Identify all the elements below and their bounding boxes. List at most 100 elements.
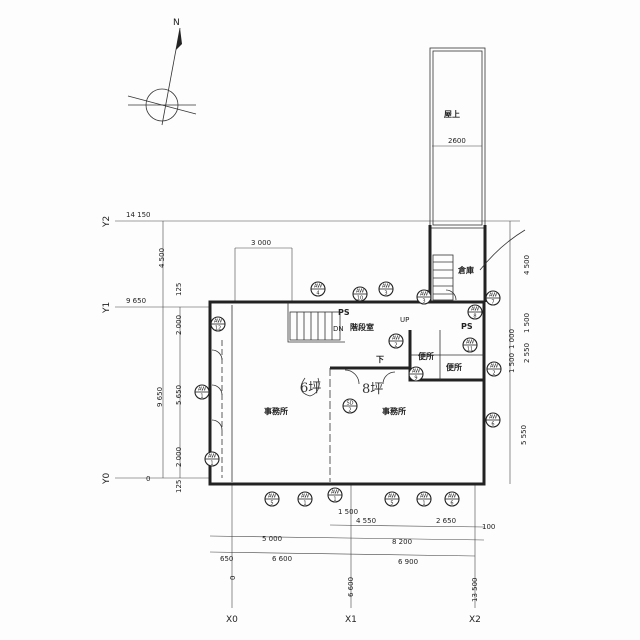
dim-x1-level: 6 600 bbox=[347, 577, 355, 597]
window-tag: AW2 bbox=[388, 333, 404, 349]
window-tag-number: 7 bbox=[491, 300, 494, 306]
dim-bottom-650: 650 bbox=[220, 555, 233, 563]
window-tag: AW4 bbox=[310, 281, 326, 297]
window-tag-number: 1 bbox=[200, 394, 203, 400]
window-tag: AW8 bbox=[467, 304, 483, 320]
north-label: N bbox=[173, 18, 180, 28]
dim-left-4500: 4 500 bbox=[158, 248, 166, 268]
window-tag-code: AW bbox=[466, 340, 474, 346]
dim-bottom-100: 100 bbox=[482, 523, 495, 531]
rooftop-structure bbox=[429, 47, 486, 229]
dim-rooftop-2600: 2600 bbox=[448, 137, 466, 145]
room-label-rooftop: 屋上 bbox=[444, 109, 460, 119]
axis-x0-label: X0 bbox=[226, 615, 238, 625]
window-tag-number: 9 bbox=[414, 376, 417, 382]
window-tag-number: 10 bbox=[357, 296, 363, 302]
dim-y0-level: 0 bbox=[146, 475, 150, 483]
window-tag-number: 6 bbox=[450, 501, 453, 507]
axis-y1-label: Y1 bbox=[102, 302, 112, 314]
window-tag-number: 3 bbox=[384, 291, 387, 297]
window-tag-code: AW bbox=[208, 454, 216, 460]
window-tag-number: 1 bbox=[333, 497, 336, 503]
window-tag-code: AW bbox=[412, 369, 420, 375]
axis-x1-label: X1 bbox=[345, 615, 357, 625]
window-tag-code: AW bbox=[268, 494, 276, 500]
window-tag: AW1 bbox=[194, 384, 210, 400]
window-tag-number: 3 bbox=[422, 299, 425, 305]
dim-bottom-2650: 2 650 bbox=[436, 517, 456, 525]
dim-right-1000: 1 000 bbox=[508, 329, 516, 349]
window-tag: AW5 bbox=[264, 491, 280, 507]
dim-left-9650: 9 650 bbox=[156, 387, 164, 407]
dim-left-125-bottom: 125 bbox=[175, 480, 183, 493]
window-tag-code: AW bbox=[420, 292, 428, 298]
window-tag: AW1 bbox=[204, 451, 220, 467]
dim-y1-level: 9 650 bbox=[126, 297, 146, 305]
dim-x0-level: 0 bbox=[229, 576, 237, 580]
room-label-office-right: 事務所 bbox=[382, 406, 406, 416]
window-tag: AW5 bbox=[384, 491, 400, 507]
window-tag: AW7 bbox=[485, 290, 501, 306]
stair-down-label: DN bbox=[333, 325, 344, 333]
window-tag-number: 6 bbox=[491, 422, 494, 428]
window-tag: SD2 bbox=[342, 398, 358, 414]
dim-bottom-6600: 6 600 bbox=[272, 555, 292, 563]
dim-bottom-4550: 4 550 bbox=[356, 517, 376, 525]
window-tag-code: AW bbox=[490, 364, 498, 370]
dim-right-2550: 2 550 bbox=[523, 343, 531, 363]
window-tag-code: AW bbox=[301, 494, 309, 500]
dim-x2-level: 13 500 bbox=[471, 578, 479, 603]
window-tag: AW1 bbox=[327, 487, 343, 503]
window-tag-code: AW bbox=[356, 289, 364, 295]
window-tag: AW3 bbox=[378, 281, 394, 297]
room-label-office-left: 事務所 bbox=[264, 406, 288, 416]
window-tag-number: 1 bbox=[210, 461, 213, 467]
window-tag: AW6 bbox=[485, 412, 501, 428]
grid-lines bbox=[115, 220, 520, 608]
window-tag-number: 8 bbox=[473, 314, 476, 320]
north-compass-icon: N bbox=[127, 18, 197, 126]
window-tag-number: 2 bbox=[348, 408, 351, 414]
room-label-toilet-1: 便所 bbox=[418, 351, 434, 361]
window-tag-code: SD bbox=[346, 401, 353, 407]
window-tag-code: AW bbox=[420, 494, 428, 500]
stair-tower bbox=[428, 225, 526, 302]
window-tag-number: 5 bbox=[390, 501, 393, 507]
window-tag-code: AW bbox=[489, 293, 497, 299]
window-tag-code: AW bbox=[448, 494, 456, 500]
dim-left-125-top: 125 bbox=[175, 283, 183, 296]
window-tag: AW3 bbox=[416, 289, 432, 305]
axis-y2-label: Y2 bbox=[102, 216, 112, 228]
building-walls bbox=[208, 300, 486, 486]
dim-left-2000-bottom: 2 000 bbox=[175, 447, 183, 467]
dim-left-5650: 5 650 bbox=[175, 385, 183, 405]
window-tag-number: 11 bbox=[467, 347, 473, 353]
window-tag-code: AW bbox=[388, 494, 396, 500]
window-tag-code: AW bbox=[471, 307, 479, 313]
dim-right-5550: 5 550 bbox=[520, 425, 528, 445]
dim-top-3000: 3 000 bbox=[251, 239, 271, 247]
room-label-stairwell: 階段室 bbox=[350, 322, 374, 332]
window-tag-code: AW bbox=[331, 490, 339, 496]
handwritten-circle bbox=[300, 377, 320, 397]
window-tag-code: AW bbox=[314, 284, 322, 290]
window-tag: AW1 bbox=[297, 491, 313, 507]
stair-up-label: UP bbox=[400, 316, 409, 324]
ps-label-1: PS bbox=[338, 308, 350, 317]
window-tag-number: 5 bbox=[270, 501, 273, 507]
handwritten-area-right: 8坪 bbox=[362, 382, 383, 397]
dim-bottom-6900: 6 900 bbox=[398, 558, 418, 566]
window-tag-number: 4 bbox=[316, 291, 319, 297]
window-tag-code: AW bbox=[489, 415, 497, 421]
window-tag-number: 12 bbox=[215, 326, 221, 332]
dim-y2-level: 14 150 bbox=[126, 211, 151, 219]
axis-x2-label: X2 bbox=[469, 615, 481, 625]
dim-right-1500b: 1 500 bbox=[508, 353, 516, 373]
dim-right-1500: 1 500 bbox=[523, 313, 531, 333]
window-tag-number: 2 bbox=[394, 343, 397, 349]
window-tag-code: AW bbox=[214, 319, 222, 325]
